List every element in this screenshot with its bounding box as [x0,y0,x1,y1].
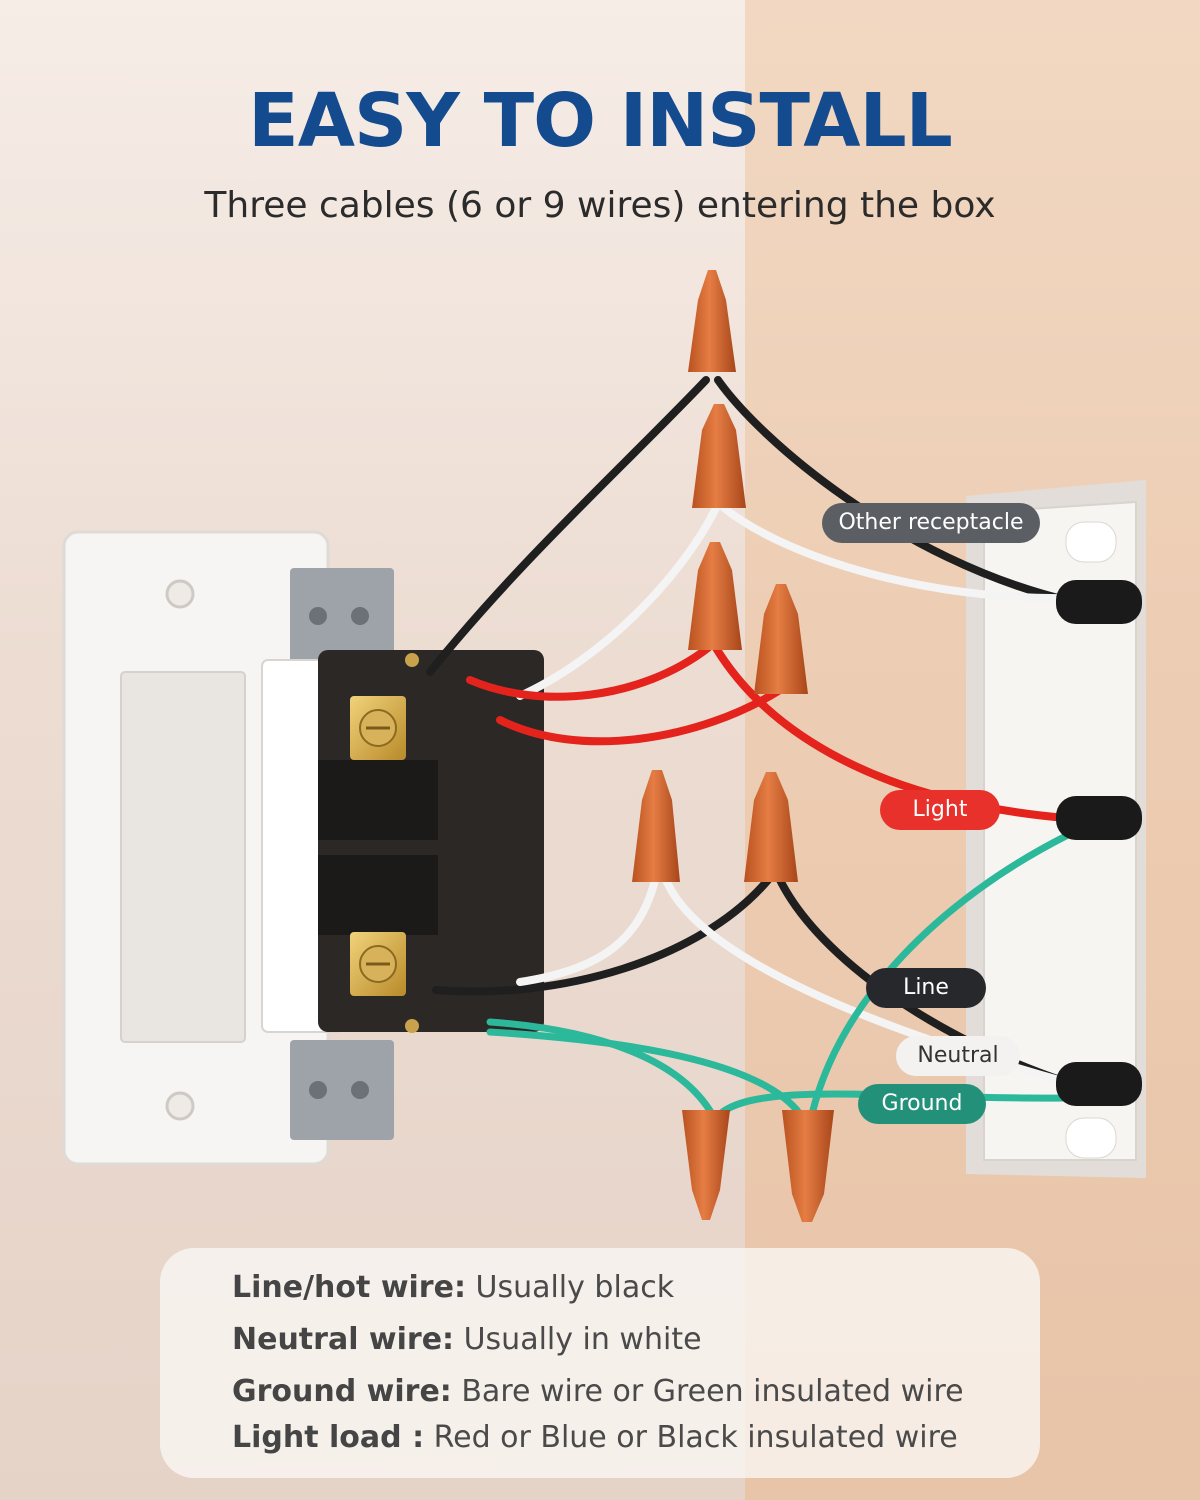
switch-body [261,650,544,1033]
cable-jackets [1056,580,1142,1106]
wire-nut [632,770,680,882]
legend-desc: Usually in white [454,1322,702,1357]
wires [426,376,1070,1118]
subheadline: Three cables (6 or 9 wires) entering the… [204,185,996,226]
legend-term: Light load : [232,1420,425,1455]
callout-ground: Ground [858,1084,986,1124]
legend-desc: Red or Blue or Black insulated wire [424,1420,958,1455]
wire-nut [692,404,746,508]
headline: EASY TO INSTALL [248,78,953,164]
legend-light-load: Light load : Red or Blue or Black insula… [232,1420,958,1455]
wire-nut [782,1110,834,1222]
legend-line-hot: Line/hot wire: Usually black [232,1270,674,1305]
legend-term: Line/hot wire: [232,1270,466,1305]
callout-light: Light [880,790,1000,830]
callout-other-receptacle: Other receptacle [822,503,1040,543]
legend-desc: Usually black [465,1270,675,1305]
legend-term: Ground wire: [232,1374,452,1409]
wire-nut [682,1110,730,1220]
mounting-strap [290,568,394,1140]
legend-neutral: Neutral wire: Usually in white [232,1322,702,1357]
wire-nut [744,772,798,882]
callout-line: Line [866,968,986,1008]
legend-term: Neutral wire: [232,1322,455,1357]
callout-neutral: Neutral [896,1036,1020,1076]
wire-nut [754,584,808,694]
legend-desc: Bare wire or Green insulated wire [451,1374,964,1409]
legend-panel: Line/hot wire: Usually black Neutral wir… [160,1248,1040,1478]
legend-ground: Ground wire: Bare wire or Green insulate… [232,1374,964,1409]
wire-nut [688,270,736,372]
wire-nut [688,542,742,650]
